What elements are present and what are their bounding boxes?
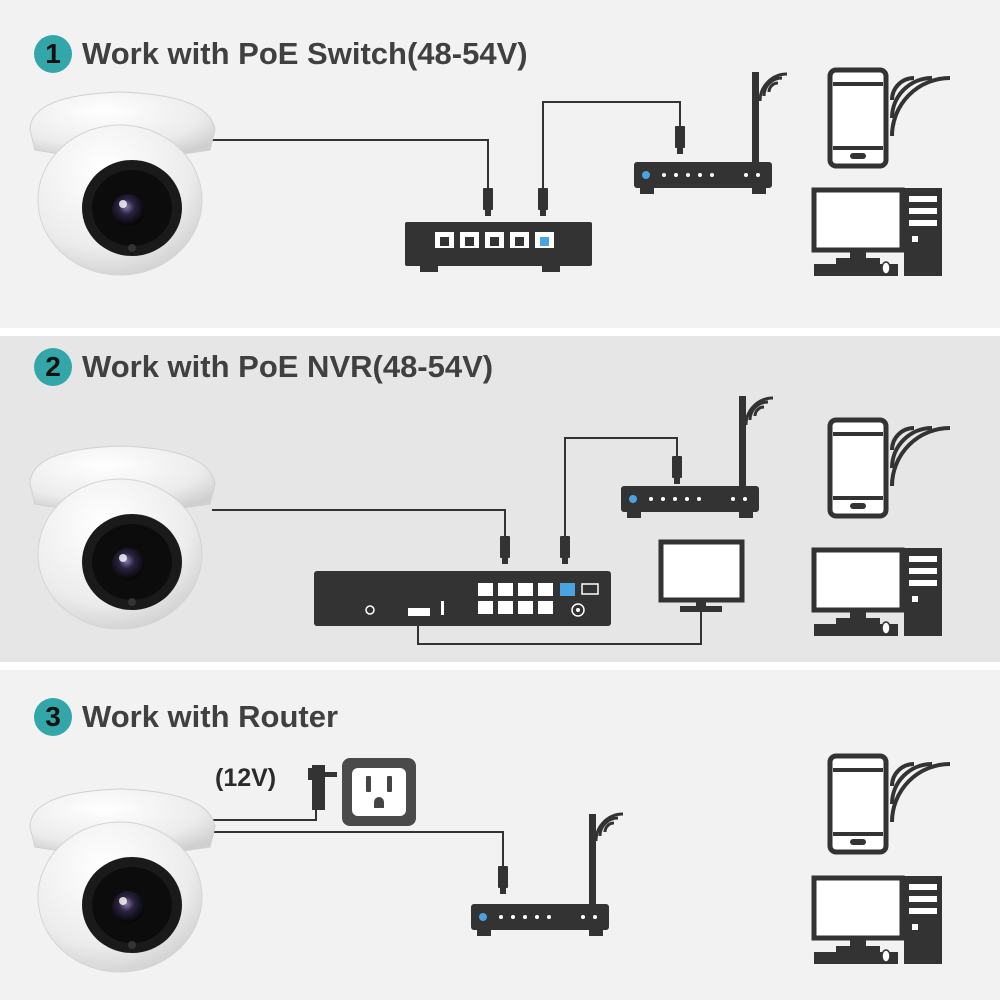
desktop-computer-icon [814, 188, 942, 276]
desktop-computer-icon [814, 876, 942, 964]
wifi-signal-icon [594, 812, 625, 843]
router [621, 396, 759, 518]
smartphone-icon [830, 756, 950, 852]
section-number-badge: 1 [34, 35, 72, 73]
dome-camera [29, 445, 216, 630]
poe-switch-diagram [29, 0, 1000, 328]
section-heading: 2 Work with PoE NVR(48-54V) [34, 348, 493, 386]
network-cable-connector [672, 456, 682, 484]
dome-camera [29, 788, 216, 973]
section-heading: 1 Work with PoE Switch(48-54V) [34, 35, 528, 73]
section-router: 3 Work with Router (12V) [0, 670, 1000, 1000]
section-title: Work with PoE Switch(48-54V) [82, 36, 528, 71]
network-cable-connector [675, 126, 685, 154]
section-number-badge: 3 [34, 698, 72, 736]
desktop-computer-icon [814, 548, 942, 636]
monitor-icon [658, 539, 745, 612]
poe-switch [405, 222, 592, 272]
power-adapter-icon [308, 765, 337, 810]
section-poe-switch: 1 Work with PoE Switch(48-54V) [0, 0, 1000, 328]
power-adapter-voltage-label: (12V) [215, 764, 277, 792]
network-cable-connector [500, 536, 510, 564]
poe-nvr-diagram [29, 396, 1000, 645]
section-number-badge: 2 [34, 348, 72, 386]
wifi-signal-icon [744, 396, 775, 427]
smartphone-icon [830, 70, 950, 166]
network-cable-connector [483, 188, 493, 216]
network-cable-connector [498, 866, 508, 894]
smartphone-icon [830, 420, 950, 516]
network-cable-connector [538, 188, 548, 216]
router-diagram [29, 670, 1000, 973]
wifi-signal-icon [758, 72, 789, 103]
section-title: Work with Router [82, 699, 339, 734]
section-poe-nvr: 2 Work with PoE NVR(48-54V) [0, 336, 1000, 662]
section-heading: 3 Work with Router [34, 698, 338, 736]
wall-outlet-icon [342, 758, 416, 826]
section-title: Work with PoE NVR(48-54V) [82, 349, 494, 384]
router [634, 72, 772, 194]
network-cable-connector [560, 536, 570, 564]
dome-camera [29, 91, 216, 276]
poe-nvr [314, 571, 611, 626]
